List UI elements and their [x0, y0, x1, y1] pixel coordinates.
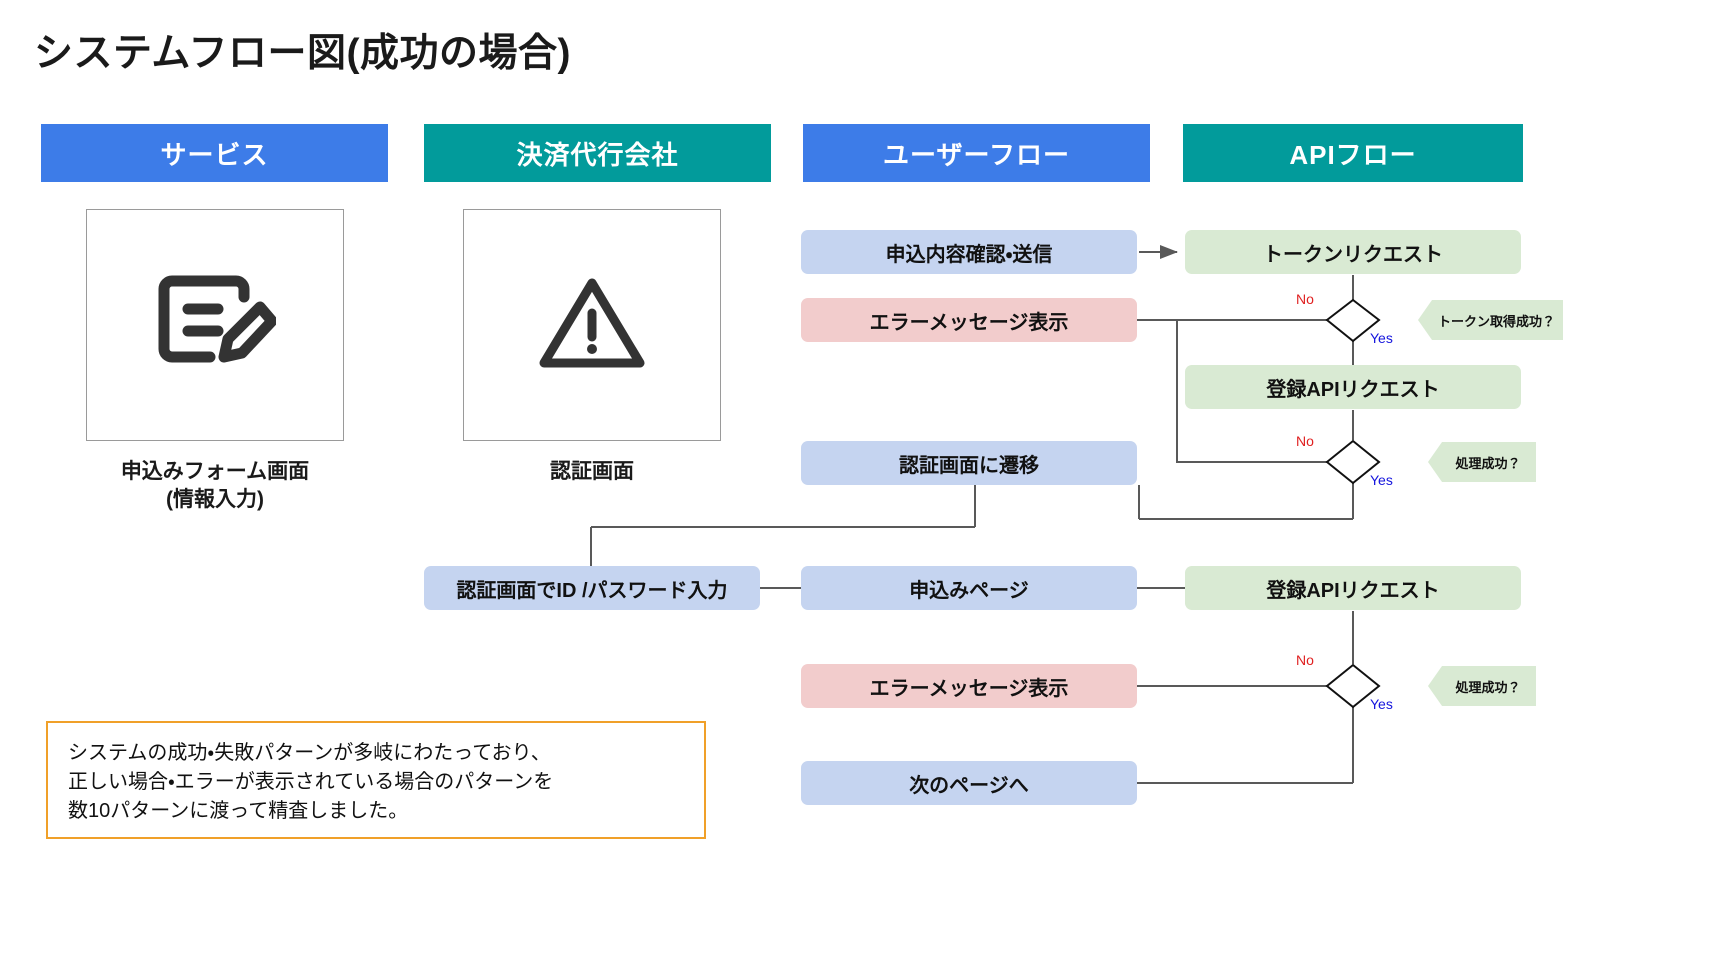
- page-title: システムフロー図(成功の場合): [34, 32, 571, 75]
- column-header-payment-agency: 決済代行会社: [424, 124, 771, 182]
- thumbnail-application-form: [86, 209, 344, 441]
- form-edit-icon: [154, 271, 278, 380]
- branch-label-yes-process-1: Yes: [1370, 472, 1393, 488]
- node-application-page[interactable]: 申込みページ: [801, 566, 1137, 610]
- node-confirm-send[interactable]: 申込内容確認・送信: [801, 230, 1137, 274]
- column-header-service: サービス: [41, 124, 388, 182]
- note-line-2: 正しい場合・エラーが表示されている場合のパターンを: [68, 771, 554, 793]
- caption-line-1: 認証画面: [550, 460, 634, 483]
- node-auth-id-password-input[interactable]: 認証画面でID /パスワード入力: [424, 566, 760, 610]
- thumbnail-auth-screen: [463, 209, 721, 441]
- callout-process-success-1: 処理成功？: [1428, 442, 1536, 482]
- warning-triangle-icon: [537, 273, 647, 378]
- note-box: システムの成功・失敗パターンが多岐にわたっており、 正しい場合・エラーが表示され…: [46, 721, 706, 839]
- caption-line-1: 申込みフォーム画面: [120, 460, 310, 483]
- node-next-page[interactable]: 次のページへ: [801, 761, 1137, 805]
- thumbnail-caption-auth-screen: 認証画面: [463, 458, 721, 486]
- column-header-api-flow: APIフロー: [1183, 124, 1523, 182]
- branch-label-no-process-2: No: [1296, 652, 1314, 668]
- branch-label-no-token: No: [1296, 291, 1314, 307]
- node-error-message-2[interactable]: エラーメッセージ表示: [801, 664, 1137, 708]
- node-register-api-request-1[interactable]: 登録APIリクエスト: [1185, 365, 1521, 409]
- note-line-1: システムの成功・失敗パターンが多岐にわたっており、: [68, 742, 551, 764]
- node-token-request[interactable]: トークンリクエスト: [1185, 230, 1521, 274]
- node-auth-screen-transition[interactable]: 認証画面に遷移: [801, 441, 1137, 485]
- callout-process-success-2: 処理成功？: [1428, 666, 1536, 706]
- branch-label-yes-process-2: Yes: [1370, 696, 1393, 712]
- caption-line-2: (情報入力): [166, 488, 264, 512]
- note-line-3: 数10パターンに渡って精査しました。: [68, 800, 409, 822]
- thumbnail-caption-application-form: 申込みフォーム画面 (情報入力): [86, 458, 344, 515]
- branch-label-yes-token: Yes: [1370, 330, 1393, 346]
- node-register-api-request-2[interactable]: 登録APIリクエスト: [1185, 566, 1521, 610]
- node-error-message-1[interactable]: エラーメッセージ表示: [801, 298, 1137, 342]
- callout-token-success: トークン取得成功？: [1418, 300, 1563, 340]
- column-header-user-flow: ユーザーフロー: [803, 124, 1150, 182]
- branch-label-no-process-1: No: [1296, 433, 1314, 449]
